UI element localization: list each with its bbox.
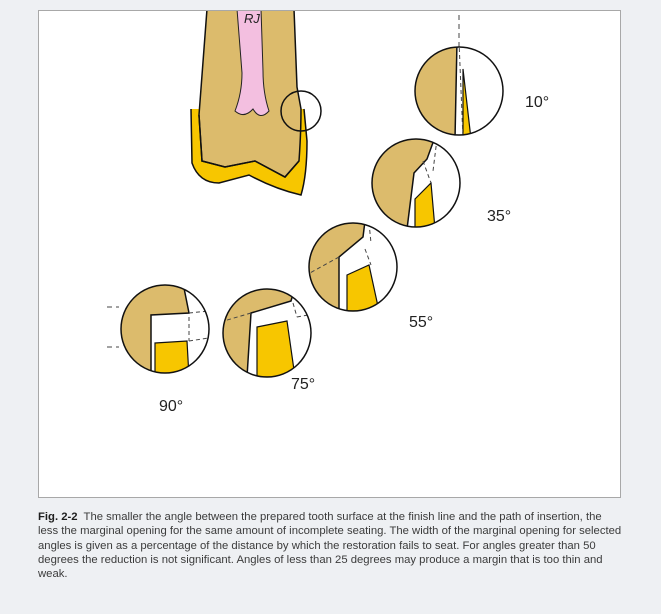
angle-label-10: 10° — [525, 94, 549, 111]
caption-text: The smaller the angle between the prepar… — [38, 511, 622, 581]
angle-label-55: 55° — [409, 314, 433, 331]
detail-circle-35 — [371, 138, 461, 228]
crown-outer-outline — [190, 108, 308, 196]
figure-number: Fig. 2-2 — [38, 511, 78, 523]
angle-label-75: 75° — [291, 376, 315, 393]
detail-circle-55 — [308, 222, 398, 312]
margin-highlight-circle — [280, 90, 322, 132]
main-tooth: RJ — [190, 11, 322, 196]
detail-circle-10 — [414, 46, 504, 136]
angle-label-35: 35° — [487, 208, 511, 225]
figure-panel: RJ — [38, 10, 621, 498]
crown-inner-outline — [198, 114, 300, 178]
angle-label-90: 90° — [159, 398, 183, 415]
tooth-illustration: RJ — [107, 11, 549, 415]
detail-circle-75 — [222, 288, 312, 378]
insertion-path-90 — [107, 306, 119, 348]
detail-circle-90 — [120, 284, 210, 374]
pulp — [234, 11, 270, 116]
artist-signature: RJ — [244, 11, 260, 26]
